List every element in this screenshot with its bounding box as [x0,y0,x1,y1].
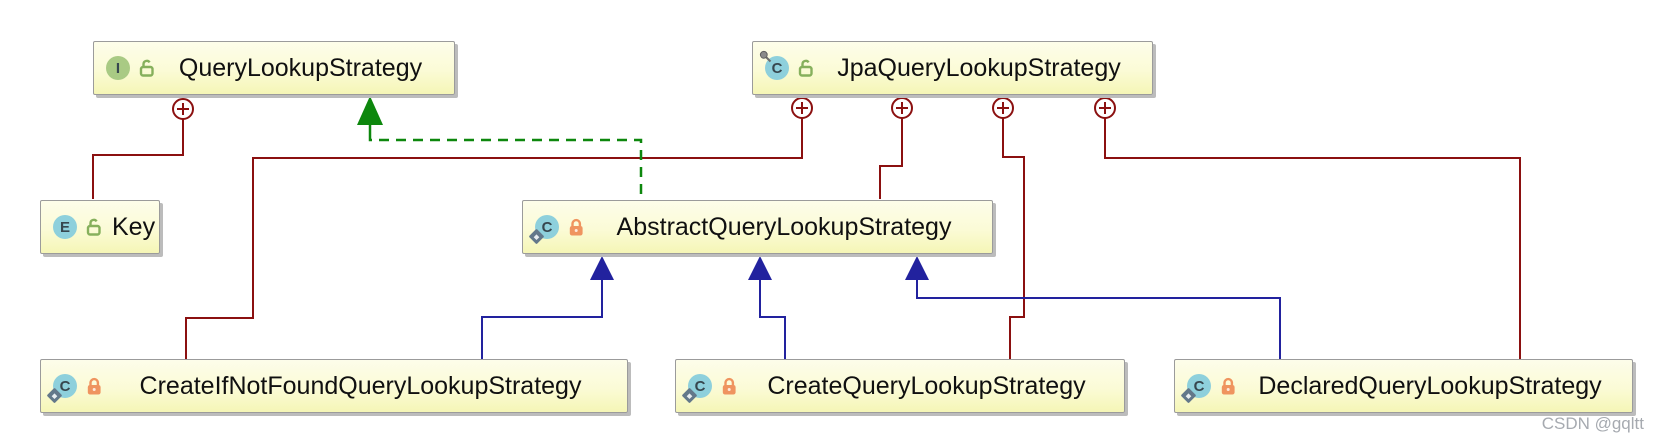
pin-icon [759,50,772,63]
plus-port-icon[interactable] [791,97,813,119]
class-name-label: CreateQueryLookupStrategy [767,371,1086,400]
class-node-createquerylookupstrategy[interactable]: C CreateQueryLookupStrategy [675,359,1125,413]
edge-declared-abstract[interactable] [916,279,1281,359]
class-name-label: JpaQueryLookupStrategy [837,53,1121,82]
class-node-querylookupstrategy[interactable]: I QueryLookupStrategy [93,41,455,95]
class-node-createifnotfoundquerylookupstrategy[interactable]: C CreateIfNotFoundQueryLookupStrategy [40,359,628,413]
class-node-jpaquerylookupstrategy[interactable]: C JpaQueryLookupStrategy [752,41,1153,95]
class-icon-letter: C [694,377,706,395]
class-icon-letter: C [1193,377,1205,395]
edge-jpa-declared[interactable] [1104,118,1521,359]
public-open-lock-icon [139,59,156,78]
enum-icon-letter: E [59,218,70,236]
interface-icon-letter: I [115,59,121,77]
static-class-icon: C [1180,374,1211,404]
enum-node-key[interactable]: E Key [40,200,160,254]
extends-arrowhead [590,256,614,280]
plus-port-icon[interactable] [992,97,1014,119]
edge-jpa-abstract[interactable] [879,118,903,199]
plus-port-icon[interactable] [891,97,913,119]
containment-port-icons [172,97,1116,120]
private-closed-lock-icon [1220,377,1237,396]
class-name-label: AbstractQueryLookupStrategy [616,212,952,241]
private-closed-lock-icon [721,377,738,396]
class-name-label: QueryLookupStrategy [178,53,423,82]
private-closed-lock-icon [86,377,103,396]
edge-jpa-createifnotfound[interactable] [185,118,803,359]
extends-edges [481,279,1281,359]
extends-arrowhead [748,256,772,280]
class-icon: C [759,50,789,80]
csdn-watermark: CSDN @gqltt [1541,414,1644,433]
class-name-label: DeclaredQueryLookupStrategy [1258,371,1602,400]
implements-edge-abstract-querylookupstrategy[interactable] [357,96,643,199]
extends-arrowheads [590,256,929,280]
plus-port-icon[interactable] [1094,97,1116,119]
edge-createquery-abstract[interactable] [759,279,786,359]
static-class-icon: C [46,374,77,404]
static-class-icon: C [528,215,559,245]
class-icon-letter: C [59,377,71,395]
implements-arrowhead [357,96,383,125]
edge-jpa-createquery[interactable] [1002,118,1025,359]
enum-icon: E [53,215,77,239]
class-icon-letter: C [541,218,553,236]
private-closed-lock-icon [568,218,585,237]
edge-createifnotfound-abstract[interactable] [481,279,603,359]
public-open-lock-icon [798,59,815,78]
enum-name-label: Key [112,212,156,241]
class-name-label: CreateIfNotFoundQueryLookupStrategy [139,371,582,400]
class-node-abstractquerylookupstrategy[interactable]: C AbstractQueryLookupStrategy [522,200,993,254]
public-open-lock-icon [86,218,103,237]
class-node-declaredquerylookupstrategy[interactable]: C DeclaredQueryLookupStrategy [1174,359,1633,413]
extends-arrowhead [905,256,929,280]
class-icon-letter: C [771,59,783,77]
plus-port-icon[interactable] [172,98,194,120]
inner-class-edges [92,118,1521,359]
static-class-icon: C [681,374,712,404]
edge-querylookupstrategy-key[interactable] [92,119,184,199]
interface-icon: I [106,56,130,80]
